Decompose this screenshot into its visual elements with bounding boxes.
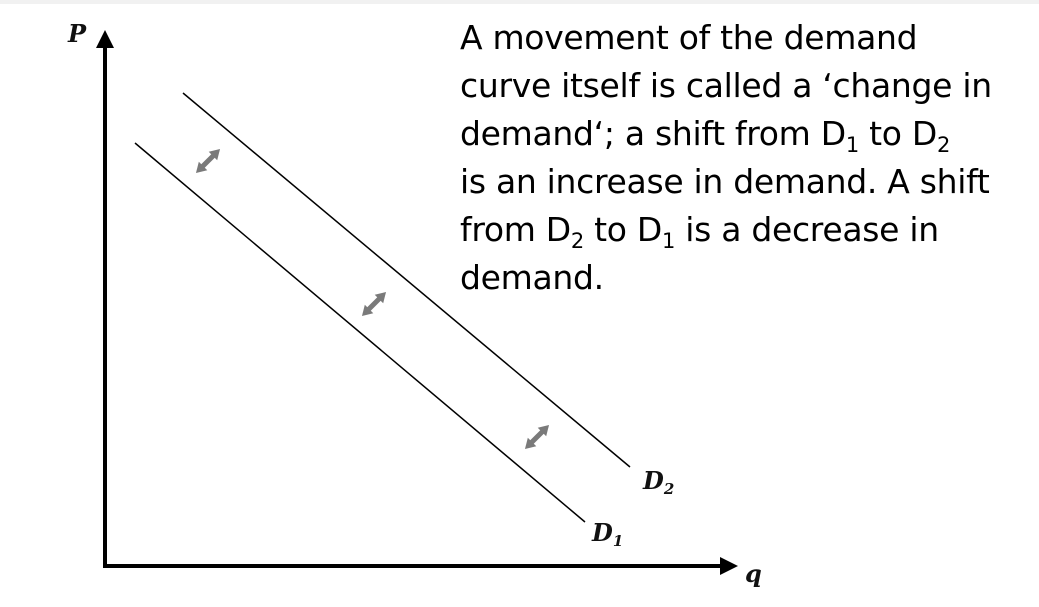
d2-label: D2 (642, 466, 674, 498)
explanation-line-5: from D2 to D1 is a decrease in (460, 206, 1020, 254)
explanation-line-4-text: is an increase in demand. A shift (460, 162, 990, 201)
top-strip (0, 0, 1039, 4)
explanation-line-3-b: to D (858, 114, 937, 153)
demand-curve-d1 (134, 142, 586, 523)
shift-arrows (195, 148, 550, 450)
d1-label-sub: 1 (613, 532, 623, 550)
d1-label-main: D (591, 518, 613, 547)
shift-arrow-head (208, 148, 221, 161)
shift-arrow-head (361, 304, 374, 317)
explanation-line-2-text: curve itself is called a ‘change in (460, 66, 992, 105)
x-axis-arrowhead (720, 557, 738, 575)
x-axis-label: q (745, 559, 762, 588)
y-axis-label: P (67, 19, 87, 48)
shift-arrow (524, 424, 550, 450)
explanation-line-1: A movement of the demand (460, 14, 1020, 62)
demand-curve-d2 (182, 92, 631, 468)
explanation-line-3-sub2: 2 (936, 133, 950, 157)
explanation-line-4: is an increase in demand. A shift (460, 158, 1020, 206)
d2-label-sub: 2 (663, 480, 674, 498)
shift-arrow-head (524, 437, 537, 450)
shift-arrow (195, 148, 221, 174)
explanation-text: A movement of the demand curve itself is… (460, 14, 1020, 302)
explanation-line-5-sub2: 1 (662, 229, 676, 253)
explanation-line-2: curve itself is called a ‘change in (460, 62, 1020, 110)
explanation-line-6: demand. (460, 254, 1020, 302)
explanation-line-5-b: to D (583, 210, 662, 249)
d2-label-main: D (642, 466, 664, 495)
explanation-line-5-a: from D (460, 210, 571, 249)
shift-arrow (361, 291, 387, 317)
explanation-line-5-c: is a decrease in (675, 210, 939, 249)
explanation-line-6-text: demand. (460, 258, 604, 297)
shift-arrow-head (537, 424, 550, 437)
y-axis-arrowhead (96, 30, 114, 48)
d1-label: D1 (591, 518, 623, 550)
explanation-line-3-sub1: 1 (845, 133, 859, 157)
shift-arrow-head (195, 161, 208, 174)
explanation-line-3-a: demand‘; a shift from D (460, 114, 846, 153)
explanation-line-3: demand‘; a shift from D1 to D2 (460, 110, 1020, 158)
shift-arrow-head (374, 291, 387, 304)
explanation-line-5-sub1: 2 (570, 229, 584, 253)
explanation-line-1-text: A movement of the demand (460, 18, 918, 57)
